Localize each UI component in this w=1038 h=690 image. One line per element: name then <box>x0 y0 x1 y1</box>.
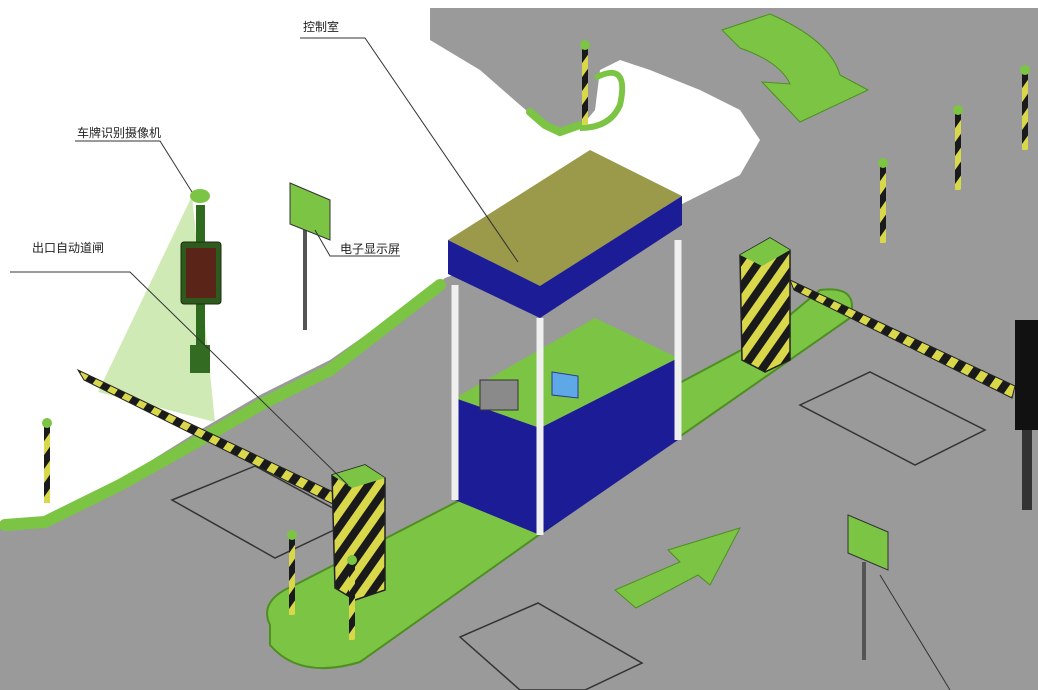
camera-leader <box>75 140 193 193</box>
exit-gate-label: 出口自动道闸 <box>32 241 105 255</box>
bollard <box>287 530 297 615</box>
straight-arrow <box>614 527 742 609</box>
booth-chair <box>551 371 579 399</box>
bollard <box>878 158 888 243</box>
exit-gate-leader <box>10 271 349 486</box>
plate-camera-label: 车牌识别摄像机 <box>77 126 162 140</box>
road-surface <box>0 8 1038 690</box>
curved-arrow <box>721 13 870 123</box>
entry-gate-cabinet <box>739 237 791 373</box>
display-screen-leader <box>314 229 400 257</box>
entry-barrier-arm <box>789 279 1016 399</box>
control-booth <box>448 150 682 535</box>
desk-computer <box>479 379 519 411</box>
callout-leaders <box>10 37 951 690</box>
exit-gate-cabinet <box>331 464 386 601</box>
direction-arrows <box>614 13 870 609</box>
control-room-leader <box>300 37 519 263</box>
bollard <box>953 105 963 190</box>
bollard <box>347 555 357 640</box>
right-camera-pole <box>1015 320 1038 510</box>
bollard <box>580 40 590 125</box>
lower-sign-leader <box>879 574 951 690</box>
bollard <box>1020 65 1030 150</box>
bollards <box>42 40 1030 640</box>
bollard <box>42 418 52 503</box>
display-screen-sign <box>289 182 889 660</box>
road-curb <box>0 70 626 531</box>
control-room-label: 控制室 <box>303 20 340 34</box>
camera-pole <box>180 189 222 373</box>
display-screen-label: 电子显示屏 <box>340 242 401 256</box>
